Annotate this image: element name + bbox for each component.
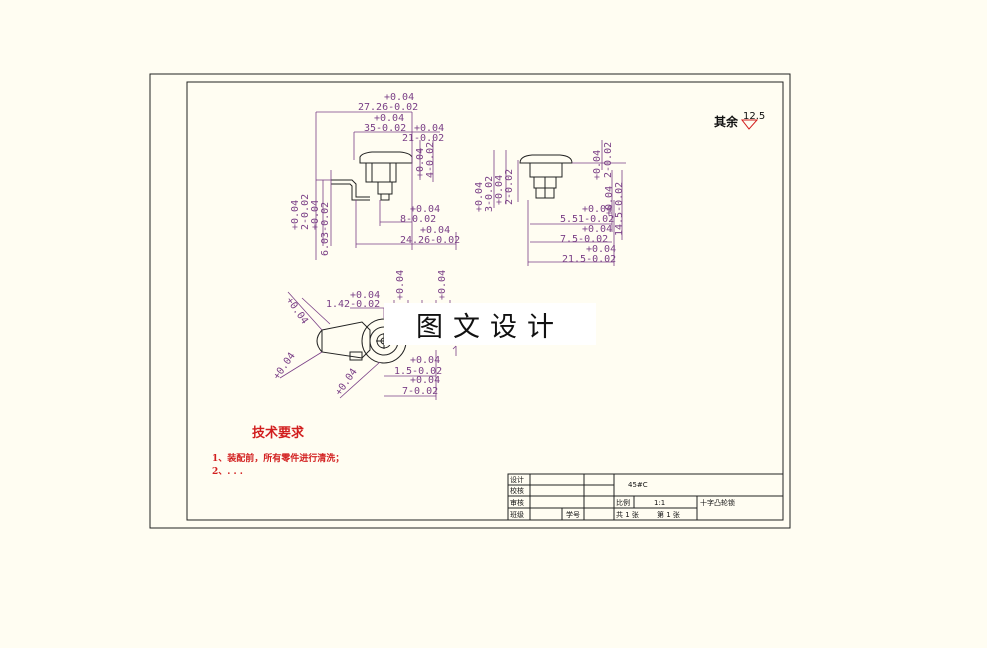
- tb-row-check: 校核: [510, 486, 524, 495]
- dim-d2: 35-0.02: [364, 123, 406, 134]
- dim-d8: 24.26-0.02: [400, 235, 460, 246]
- dim-d10: 3-0.02: [484, 176, 495, 212]
- tb-drawing-name: 十字凸轮锁: [700, 498, 735, 507]
- roughness-symbol: [740, 119, 759, 130]
- dim-tol: +0.04: [284, 295, 310, 326]
- tb-sheet: 第 1 张: [657, 510, 680, 519]
- dim-tol: +0.04: [592, 150, 603, 180]
- dim-tol: +0.04: [582, 224, 612, 235]
- tb-scale-label: 比例: [616, 498, 630, 507]
- outer-border: [149, 73, 791, 529]
- tb-total-sheets: 共 1 张: [616, 510, 639, 519]
- dim-tol: +0.04: [494, 175, 505, 205]
- dim-tol: +0.04: [586, 244, 616, 255]
- dim-d16: 1.5-0.02: [394, 366, 442, 377]
- dim-tol: +0.04: [414, 123, 444, 134]
- front-view: [331, 151, 413, 201]
- dim-tol: +0.04: [420, 225, 450, 236]
- dim-tol: +0.04: [395, 270, 406, 300]
- dim-tol: +0.04: [474, 182, 485, 212]
- side-view-dims: [493, 140, 626, 266]
- tb-row-review: 审核: [510, 498, 524, 507]
- dim-d7: 8-0.02: [400, 214, 436, 225]
- dim-tol: +0.04: [333, 367, 359, 398]
- dim-d9: 2-0.02: [504, 169, 515, 205]
- dim-d1: 27.26-0.02: [358, 102, 418, 113]
- dim-d13: 21.5-0.02: [562, 254, 616, 265]
- dim-d6: 6.03-0.02: [320, 202, 331, 256]
- dim-d15: 1.42-0.02: [326, 299, 380, 310]
- tb-row-design: 设计: [510, 475, 524, 484]
- dim-tol: +0.04: [290, 200, 301, 230]
- inner-border: [186, 81, 784, 521]
- dim-tol: +0.04: [582, 204, 612, 215]
- tb-row-class: 班级: [510, 510, 524, 519]
- title-block-texts: 设计 校核 审核 班级 学号 45#C 比例 1:1 十字凸轮锁 共 1 张 第…: [510, 475, 735, 519]
- bottom-view-dims: [279, 291, 457, 400]
- roughness-value: 12.5: [743, 111, 766, 122]
- dim-tol: +0.04: [437, 270, 448, 300]
- dim-d3: 21-0.02: [402, 133, 444, 144]
- dim-d11: 5.51-0.02: [560, 214, 614, 225]
- dim-d17: 7-0.02: [402, 386, 438, 397]
- watermark-text: 图文设计: [384, 303, 596, 345]
- tech-requirement-item: 1、装配前，所有零件进行清洗；: [212, 454, 345, 464]
- dim-tol: +0.04: [350, 290, 380, 301]
- tb-material: 45#C: [628, 481, 648, 489]
- dim-d9: 2-0.02: [603, 142, 614, 178]
- dim-tol: +0.04: [410, 375, 440, 386]
- dim-tol: +0.04: [410, 204, 440, 215]
- title-block: [507, 473, 784, 521]
- dim-tol: +0.04: [374, 113, 404, 124]
- roughness-label: 其余: [714, 115, 739, 129]
- tb-student-label: 学号: [566, 510, 580, 519]
- dim-tol: +0.04: [410, 355, 440, 366]
- dim-d4: 4-0.02: [425, 142, 436, 178]
- dim-tol: +0.04: [310, 200, 321, 230]
- dim-tol: +0.04: [604, 186, 615, 216]
- dim-d14: 14.5-0.02: [614, 182, 625, 236]
- dim-tol: +0.04: [271, 351, 297, 382]
- tech-requirement-item: 2、. . .: [212, 467, 243, 477]
- tb-scale: 1:1: [654, 499, 665, 507]
- dim-tol: +0.04: [384, 92, 414, 103]
- dimension-texts: +0.04 27.26-0.02 +0.04 35-0.02 +0.04 21-…: [271, 92, 625, 398]
- side-view: [519, 154, 573, 199]
- dim-tol: +0.04: [415, 148, 426, 178]
- front-view-dims: [315, 111, 457, 260]
- dim-d12: 7.5-0.02: [560, 234, 608, 245]
- tech-requirements-title: 技术要求: [252, 426, 305, 441]
- dim-d5: 2-0.02: [300, 194, 311, 230]
